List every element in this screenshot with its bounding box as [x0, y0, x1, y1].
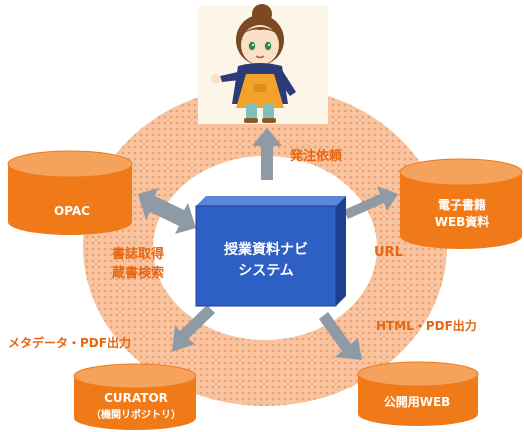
label-metadata-pdf: メタデータ・PDF出力: [8, 335, 131, 350]
curator-label-line2: （機関リポジトリ）: [91, 408, 181, 421]
background-ring: [82, 86, 447, 407]
cylinder-ebooks: 電子書籍 WEB資料: [399, 158, 523, 249]
arrow-to-public-web: [319, 312, 362, 360]
public-web-label: 公開用WEB: [384, 395, 451, 409]
label-html-pdf: HTML・PDF出力: [376, 318, 477, 333]
ebooks-label-line2: WEB資料: [435, 214, 490, 229]
arrow-to-curator: [172, 305, 215, 352]
cylinder-opac: OPAC: [7, 150, 133, 235]
center-system-box: 授業資料ナビ システム: [195, 196, 346, 307]
woman-illustration: [198, 4, 328, 124]
label-bib-fetch: 書誌取得: [112, 246, 164, 262]
cylinder-public-web: 公開用WEB: [357, 361, 479, 426]
center-title-line1: 授業資料ナビ: [224, 241, 308, 258]
arrow-to-order-request: [252, 128, 282, 180]
label-order-request: 発注依頼: [289, 148, 343, 164]
arrow-to-ebooks: [344, 186, 398, 219]
ebooks-label-line1: 電子書籍: [438, 197, 486, 212]
curator-label-line1: CURATOR: [104, 391, 168, 405]
arrow-opac-system: [138, 188, 196, 234]
label-url: URL: [374, 245, 403, 260]
opac-label: OPAC: [54, 204, 90, 218]
cylinder-curator: CURATOR （機関リポジトリ）: [73, 363, 197, 430]
label-holdings-search: 蔵書検索: [112, 265, 164, 281]
center-title-line2: システム: [238, 263, 294, 279]
